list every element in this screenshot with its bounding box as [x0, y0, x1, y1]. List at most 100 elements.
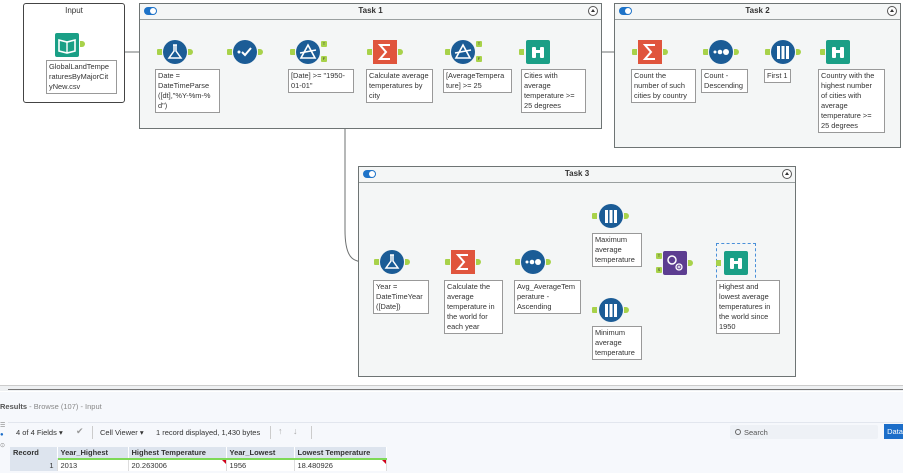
browse-highest-lowest-label: Highest and lowest average temperatures …	[716, 280, 780, 334]
browse-tool[interactable]	[724, 251, 748, 275]
formula-tool[interactable]	[380, 250, 404, 274]
task2-collapse-button[interactable]	[887, 6, 897, 16]
output-anchor[interactable]	[796, 49, 801, 55]
apply-check-icon[interactable]: ✔	[76, 426, 84, 436]
sample-tool[interactable]	[599, 298, 623, 322]
sigma-icon	[455, 254, 468, 270]
input-anchor[interactable]	[227, 49, 232, 55]
true-anchor[interactable]: T	[321, 41, 327, 47]
sample-tool[interactable]	[599, 204, 623, 228]
input-anchor[interactable]	[632, 49, 637, 55]
union-input-anchor-top[interactable]: T	[656, 253, 662, 259]
formula-year-label: Year = DateTimeYear ([Date])	[373, 280, 429, 314]
input-anchor[interactable]	[374, 259, 379, 265]
output-anchor[interactable]	[734, 49, 739, 55]
filter-tool[interactable]	[296, 40, 320, 64]
output-anchor[interactable]	[405, 259, 410, 265]
sort-tool[interactable]	[521, 250, 545, 274]
summarize-year-label: Calculate the average temperature in the…	[444, 280, 503, 334]
select-tool[interactable]	[233, 40, 257, 64]
search-input[interactable]: Search	[730, 425, 878, 439]
task1-collapse-button[interactable]	[588, 6, 598, 16]
formula-tool[interactable]	[163, 40, 187, 64]
table-cell[interactable]: 20.263006	[128, 459, 227, 471]
list-icon[interactable]: ☰	[0, 423, 6, 429]
column-header[interactable]: Lowest Temperature	[294, 447, 387, 460]
input-anchor[interactable]	[820, 49, 825, 55]
column-header[interactable]: Year_Lowest	[226, 447, 295, 460]
task2-toggle[interactable]	[619, 7, 632, 15]
panel-splitter[interactable]	[0, 385, 903, 391]
input-anchor[interactable]	[515, 259, 520, 265]
browse-country-label: Country with the highest number of citie…	[818, 69, 885, 133]
filter-tool[interactable]	[451, 40, 475, 64]
table-cell[interactable]: 1956	[226, 459, 295, 471]
column-header[interactable]: Highest Temperature	[128, 447, 227, 460]
workflow-canvas[interactable]: Input Task 1 Task 2 Task 3 GlobalLandTem…	[0, 0, 903, 385]
summarize-tool[interactable]	[638, 40, 662, 64]
arrow-down-icon[interactable]: ↓	[293, 426, 298, 436]
input-anchor[interactable]	[703, 49, 708, 55]
output-anchor[interactable]	[398, 49, 403, 55]
table-cell[interactable]: 18.480926	[294, 459, 387, 471]
task3-title: Task 3	[564, 169, 590, 178]
false-anchor[interactable]: F	[476, 56, 482, 62]
data-view-icon[interactable]: ●	[0, 432, 4, 438]
info-icon[interactable]: ⊙	[0, 443, 6, 449]
output-anchor[interactable]	[188, 49, 193, 55]
first-1-label: First 1	[764, 69, 791, 83]
output-anchor[interactable]	[258, 49, 263, 55]
input-anchor[interactable]	[445, 259, 450, 265]
output-anchor[interactable]	[80, 41, 85, 47]
summarize-tool[interactable]	[451, 250, 475, 274]
input-anchor[interactable]	[592, 213, 597, 219]
arrow-up-icon[interactable]: ↑	[278, 426, 283, 436]
flask-icon	[167, 44, 183, 59]
column-header[interactable]: Year_Highest	[57, 447, 129, 460]
filter-temperature-label: [AverageTempera ture] >= 25	[443, 69, 512, 93]
union-input-anchor-bottom[interactable]: S	[656, 267, 662, 273]
output-anchor[interactable]	[624, 213, 629, 219]
output-anchor[interactable]	[476, 259, 481, 265]
output-anchor[interactable]	[688, 260, 693, 266]
input-anchor[interactable]	[592, 307, 597, 313]
input-anchor[interactable]	[290, 49, 295, 55]
data-button[interactable]: Data	[884, 424, 903, 439]
results-toolbar: 4 of 4 Fields ▾ ✔ Cell Viewer ▾ 1 record…	[8, 422, 903, 442]
union-tool[interactable]	[663, 251, 687, 275]
formula-date-label: Date = DateTimeParse ([dt],"%Y-%m-% d")	[155, 69, 220, 113]
output-anchor[interactable]	[546, 259, 551, 265]
input-anchor[interactable]	[716, 260, 721, 266]
task3-collapse-button[interactable]	[782, 169, 792, 179]
results-subtitle: - Browse (107) - Input	[27, 402, 102, 411]
output-anchor[interactable]	[624, 307, 629, 313]
fields-selector[interactable]: 4 of 4 Fields ▾	[16, 428, 63, 437]
true-anchor[interactable]: T	[476, 41, 482, 47]
table-row[interactable]: 1 2013 20.263006 1956 18.480926	[10, 459, 387, 471]
false-anchor[interactable]: F	[321, 56, 327, 62]
input-anchor[interactable]	[157, 49, 162, 55]
task3-toggle[interactable]	[363, 170, 376, 178]
sort-ascending-label: Avg_AverageTem perature - Ascending	[514, 280, 581, 314]
output-anchor[interactable]	[663, 49, 668, 55]
record-number-cell[interactable]: 1	[10, 459, 58, 471]
task2-title: Task 2	[745, 6, 770, 15]
browse-tool[interactable]	[826, 40, 850, 64]
task3-container[interactable]: Task 3	[358, 166, 796, 377]
summarize-tool[interactable]	[373, 40, 397, 64]
browse-tool[interactable]	[526, 40, 550, 64]
sort-tool[interactable]	[709, 40, 733, 64]
input-anchor[interactable]	[367, 49, 372, 55]
cell-viewer-dropdown[interactable]: Cell Viewer ▾	[100, 428, 144, 437]
input-anchor[interactable]	[765, 49, 770, 55]
input-anchor[interactable]	[519, 49, 524, 55]
binoculars-icon	[730, 258, 742, 269]
column-header[interactable]: Record	[10, 447, 58, 460]
input-data-tool[interactable]	[55, 33, 79, 57]
input-anchor[interactable]	[445, 49, 450, 55]
table-header-row: Record Year_Highest Highest Temperature …	[10, 447, 387, 460]
sample-tool[interactable]	[771, 40, 795, 64]
table-cell[interactable]: 2013	[57, 459, 129, 471]
task1-toggle[interactable]	[144, 7, 157, 15]
record-info: 1 record displayed, 1,430 bytes	[156, 428, 261, 437]
